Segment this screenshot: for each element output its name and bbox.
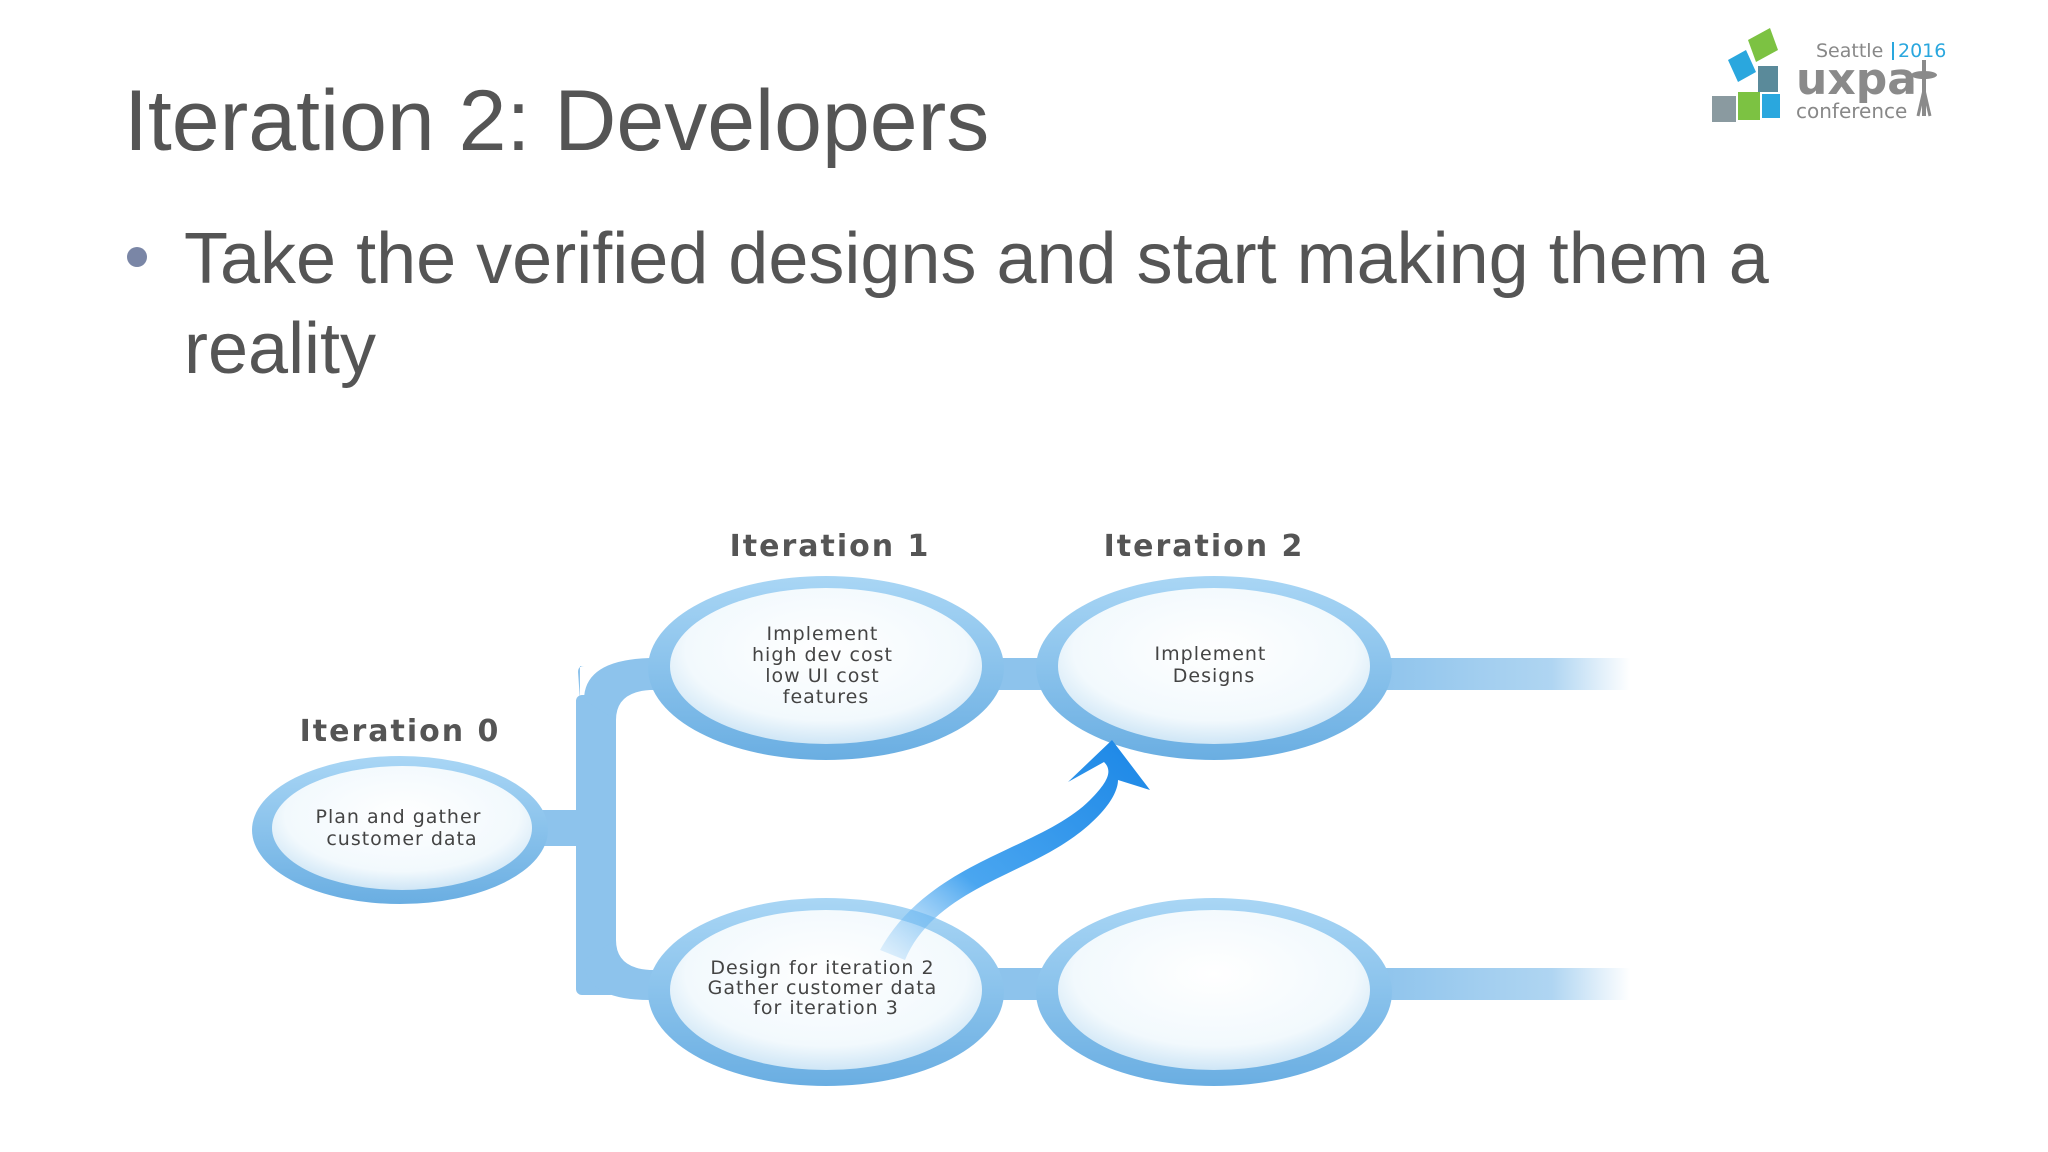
space-needle-icon [1911, 60, 1937, 117]
label-iteration-0: Iteration 0 [300, 714, 501, 749]
node-text-line: customer data [326, 828, 477, 850]
node-text-line: Plan and gather [316, 806, 482, 828]
node-empty [1036, 898, 1392, 1086]
svg-text:Plan and gather customer: Plan and gather customer data [316, 806, 489, 850]
node-text-line: features [783, 686, 870, 708]
svg-text:Implement high dev cost: Implement high dev cost low UI cost feat… [752, 623, 900, 708]
label-iteration-2: Iteration 2 [1104, 529, 1305, 564]
logo-sub: conference [1796, 99, 1907, 123]
node-text-line: Implement [1155, 643, 1267, 665]
logo-cubes-icon [1712, 28, 1780, 122]
node-design-gather: Design for iteration 2 Gather customer d… [648, 898, 1004, 1086]
node-plan-gather: Plan and gather customer data [252, 756, 548, 904]
logo-year: 2016 [1898, 40, 1946, 62]
bullet-dot [127, 247, 147, 267]
slide-title: Iteration 2: Developers [124, 73, 990, 169]
svg-text:Design for iteration 2: Design for iteration 2 Gather customer d… [708, 957, 945, 1019]
bullet-text: Take the verified designs and start maki… [184, 219, 1769, 389]
node-text-line: for iteration 3 [753, 997, 899, 1019]
node-text-line: Gather customer data [708, 977, 938, 999]
node-text-line: Design for iteration 2 [710, 957, 934, 979]
node-text-line: high dev cost [752, 644, 893, 666]
uxpa-logo: Seattle 2016 uxpa conference [1712, 28, 1946, 123]
logo-city: Seattle [1816, 40, 1883, 62]
node-text-line: Designs [1173, 665, 1256, 687]
curved-arrow-icon [880, 740, 1150, 960]
node-implement-designs: Implement Designs [1036, 576, 1392, 760]
label-iteration-1: Iteration 1 [730, 529, 931, 564]
node-text-line: low UI cost [765, 665, 879, 687]
svg-text:Implement Designs: Implement Designs [1155, 643, 1274, 687]
node-implement-features: Implement high dev cost low UI cost feat… [648, 576, 1004, 760]
logo-brand: uxpa [1796, 54, 1917, 105]
node-text-line: Implement [767, 623, 879, 645]
